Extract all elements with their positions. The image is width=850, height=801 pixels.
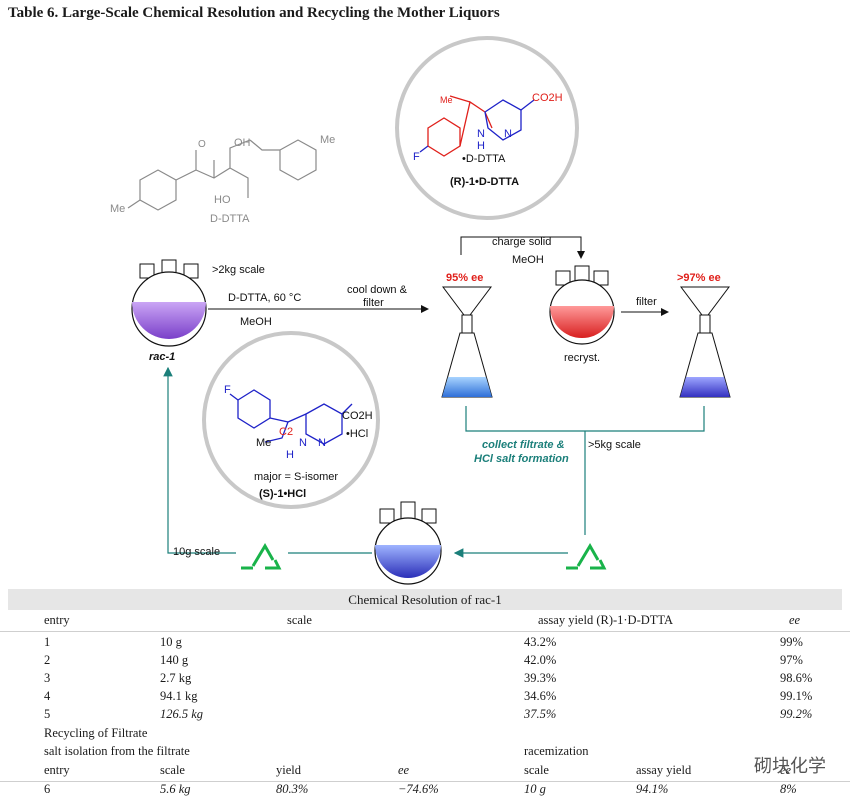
s-c2: C2 [279, 426, 293, 438]
ho-label: HO [214, 194, 231, 206]
rac-label: rac-1 [149, 351, 175, 363]
ee-97: >97% ee [677, 272, 721, 284]
arrow-to-rac [163, 366, 236, 554]
flask-rac [131, 259, 207, 347]
ee-95: 95% ee [446, 272, 483, 284]
meoh-2: MeOH [512, 254, 544, 266]
d-dtta-structure [127, 139, 317, 211]
collect-line1: collect filtrate & [482, 439, 565, 451]
s-f: F [224, 384, 231, 396]
r-salt-circle [395, 36, 579, 220]
step2-line2: filter [363, 297, 384, 309]
filter-flask-1 [441, 286, 493, 398]
recycle-headers: entry scale yield ee scale assay yield e… [0, 763, 850, 782]
scale-2kg: >2kg scale [212, 264, 265, 276]
r-co2h: CO2H [532, 92, 563, 104]
charge-solid: charge solid [492, 236, 551, 248]
flask-bottom [374, 501, 442, 585]
scale-10g: 10g scale [173, 546, 220, 558]
s-major: major = S-isomer [254, 471, 338, 483]
charge-solid-arrow [460, 236, 585, 259]
r-f: F [413, 151, 420, 163]
oh-label: OH [234, 137, 251, 149]
recycling-title: Recycling of Filtrate [44, 726, 148, 740]
resolution-scheme: O OH HO Me Me D-DTTA Me CO2H N H N F •D-… [110, 36, 731, 585]
collect-line2: HCl salt formation [474, 453, 569, 465]
table-caption: Chemical Resolution of rac-1 [8, 589, 842, 610]
s-n: N [318, 437, 326, 449]
recycle-icon-right [566, 543, 607, 570]
watermark: 砌块化学 [754, 756, 826, 777]
collect-bracket [465, 406, 705, 432]
step2-line1: cool down & [347, 284, 408, 296]
o-label: O [198, 139, 206, 150]
table-caption-text: Chemical Resolution of rac-1 [348, 592, 502, 607]
recycling-groups: salt isolation from the filtrate racemiz… [0, 744, 850, 762]
r-nh-h: H [477, 140, 485, 152]
s-nh-h: H [286, 449, 294, 461]
recycle-icon-left [241, 543, 282, 570]
flask-recryst [549, 265, 615, 345]
r-me: Me [440, 95, 453, 105]
recryst-label: recryst. [564, 352, 600, 364]
s-me: Me [256, 437, 271, 449]
r-n: N [504, 128, 512, 140]
hdr-scale: scale [287, 613, 312, 627]
racemization-label: racemization [524, 744, 589, 758]
table-title: Table 6. Large-Scale Chemical Resolution… [8, 5, 500, 21]
column-headers: entry scale assay yield (R)-1·D-DTTA ee [0, 613, 850, 632]
hdr-ee: ee [789, 613, 801, 627]
step1-bottom: MeOH [240, 316, 272, 328]
me-label-bottom: Me [110, 203, 125, 215]
step1-top: D-DTTA, 60 °C [228, 292, 301, 304]
salt-isolation-label: salt isolation from the filtrate [44, 744, 190, 758]
d-dtta-label: D-DTTA [210, 213, 250, 225]
filter-flask-2 [679, 286, 731, 398]
filter-label: filter [636, 296, 657, 308]
s-salt-structure [229, 389, 353, 445]
s-nh-n: N [299, 437, 307, 449]
r-nh-n: N [477, 128, 485, 140]
hdr-assay: assay yield (R)-1·D-DTTA [538, 613, 674, 627]
scale-5kg: >5kg scale [588, 439, 641, 451]
hdr-entry: entry [44, 613, 70, 627]
me-label-top: Me [320, 134, 335, 146]
s-hcl: •HCl [346, 428, 368, 440]
s-name: (S)-1•HCl [259, 488, 306, 500]
r-salt-dtta: •D-DTTA [462, 153, 506, 165]
r-salt-structure [419, 95, 535, 157]
s-co2h: CO2H [342, 410, 373, 422]
r-salt-name: (R)-1•D-DTTA [450, 176, 519, 188]
table-row: 6 5.6 kg 80.3% −74.6% 10 g 94.1% 8% [44, 782, 797, 796]
